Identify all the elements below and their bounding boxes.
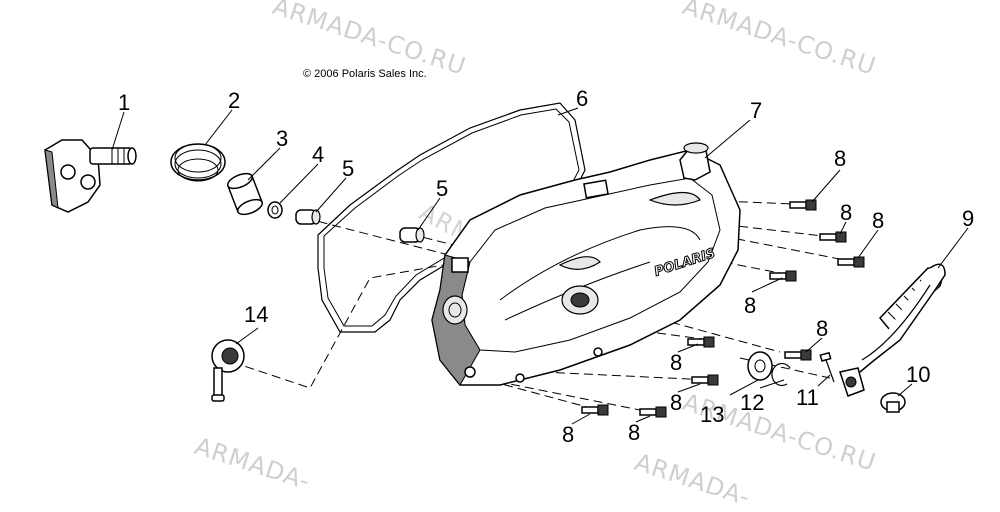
callout-5: 5 bbox=[436, 176, 448, 201]
bolt bbox=[581, 404, 609, 416]
callout-labels: 1 2 3 4 5 5 6 7 8 8 8 8 8 8 8 8 8 9 10 1… bbox=[118, 86, 974, 447]
callout-2: 2 bbox=[228, 88, 240, 113]
callout-8: 8 bbox=[670, 390, 682, 415]
part-12-circlip bbox=[771, 362, 791, 387]
callout-8: 8 bbox=[834, 146, 846, 171]
callout-8: 8 bbox=[744, 293, 756, 318]
callout-7: 7 bbox=[750, 98, 762, 123]
part-4-washer bbox=[267, 201, 283, 219]
callout-8: 8 bbox=[872, 208, 884, 233]
bolt bbox=[837, 256, 865, 268]
callout-8: 8 bbox=[628, 420, 640, 445]
part-1-kickstart-shaft bbox=[44, 139, 137, 213]
callout-8: 8 bbox=[840, 200, 852, 225]
parts-diagram: ARMADA-CO.RU ARMADA-CO.RU ARMADA-CO.RU A… bbox=[44, 0, 974, 512]
callout-12: 12 bbox=[740, 390, 764, 415]
part-13-washer bbox=[747, 351, 773, 381]
bolt bbox=[687, 336, 715, 348]
callout-8: 8 bbox=[816, 316, 828, 341]
callout-13: 13 bbox=[700, 402, 724, 427]
part-2-spring bbox=[170, 143, 226, 182]
part-5-dowel-pin bbox=[399, 227, 425, 243]
callout-9: 9 bbox=[962, 206, 974, 231]
part-5-dowel-pin bbox=[295, 209, 321, 225]
part-9-kick-lever bbox=[839, 263, 946, 397]
callout-14: 14 bbox=[244, 302, 268, 327]
callout-11: 11 bbox=[796, 385, 819, 410]
bolt bbox=[819, 231, 847, 243]
part-3-bushing bbox=[226, 172, 264, 216]
copyright-notice: © 2006 Polaris Sales Inc. bbox=[303, 68, 427, 80]
callout-8: 8 bbox=[670, 350, 682, 375]
callout-6: 6 bbox=[576, 86, 588, 111]
callout-10: 10 bbox=[906, 362, 930, 387]
callout-8: 8 bbox=[562, 422, 574, 447]
leader-lines bbox=[111, 107, 969, 425]
bolt bbox=[691, 374, 719, 386]
callout-4: 4 bbox=[312, 142, 324, 167]
part-14-gear-plug bbox=[211, 339, 245, 402]
bolt bbox=[639, 406, 667, 418]
callout-1: 1 bbox=[118, 90, 130, 115]
part-11-pinch-bolt bbox=[819, 351, 835, 383]
bolt bbox=[789, 199, 817, 211]
bolt bbox=[769, 270, 797, 282]
clutch-cover: POLARIS bbox=[431, 142, 741, 386]
exploded-view: POLARIS bbox=[44, 86, 974, 447]
callout-3: 3 bbox=[276, 126, 288, 151]
callout-5: 5 bbox=[342, 156, 354, 181]
part-10-cap bbox=[880, 392, 906, 413]
bolt bbox=[784, 349, 812, 361]
